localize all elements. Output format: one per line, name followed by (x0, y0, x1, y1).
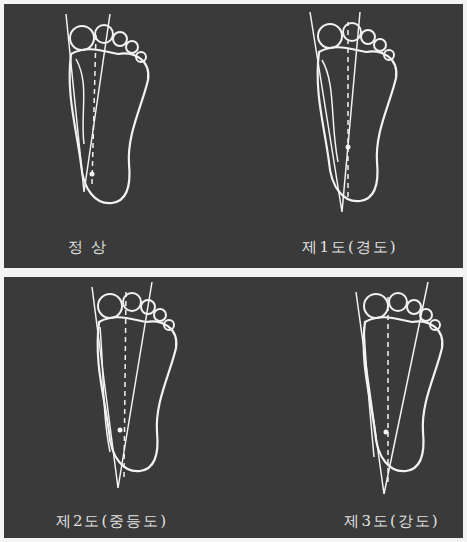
foot-grade-2 (92, 282, 176, 488)
figure-label: 정 상 (68, 238, 109, 257)
bottom-panel (4, 277, 463, 538)
figure-label: 제1도(경도) (302, 238, 397, 257)
foot-normal (66, 14, 148, 203)
figure-label: 제3도(강도) (344, 512, 439, 531)
foot-grade-3 (356, 282, 442, 494)
figure-label: 제2도(중등도) (56, 512, 168, 531)
foot-grade-1 (310, 12, 396, 212)
top-panel (4, 4, 463, 268)
